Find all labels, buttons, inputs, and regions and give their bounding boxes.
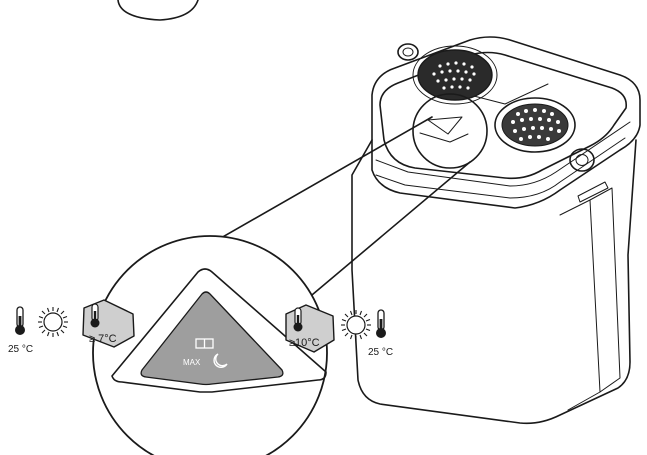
mode-indicator-icon — [195, 338, 214, 349]
zoom-source-circle — [412, 93, 488, 169]
cooler-lid — [371, 36, 641, 209]
front-recess-edge — [589, 187, 621, 393]
panel-bezel — [111, 268, 327, 393]
thermometer-icon — [376, 309, 386, 338]
zoom-line-left — [185, 116, 433, 259]
moon-icon — [213, 353, 228, 368]
sun-icon — [38, 307, 68, 337]
left-knob — [397, 43, 419, 61]
mini-panel-base — [419, 132, 469, 143]
cooler-body — [351, 139, 637, 425]
handle-slot — [577, 181, 609, 203]
mini-panel — [427, 116, 463, 135]
right-ambient-temp: 25 °C — [368, 347, 393, 358]
control-panel: MAX — [111, 268, 327, 393]
right-knob — [569, 148, 595, 172]
front-recess — [559, 199, 601, 411]
right-badge-label: ≥10°C — [289, 337, 320, 349]
lid-band-upper — [375, 121, 631, 187]
left-vent-holes — [432, 61, 476, 90]
panel-max-label: MAX — [183, 358, 201, 367]
right-knob-inner — [575, 154, 589, 166]
left-knob-inner — [402, 47, 414, 57]
cooler-box — [351, 36, 641, 425]
left-ambient-temp: 25 °C — [8, 344, 33, 355]
right-threshold-badge: ≥10°C — [285, 304, 335, 353]
left-badge-label: ≥ 7°C — [89, 333, 117, 345]
right-vent-holes — [511, 108, 561, 141]
left-threshold-badge: ≥ 7°C — [82, 299, 135, 348]
sun-icon — [341, 310, 371, 340]
left-vent-rim — [412, 45, 498, 105]
right-vent-rim — [494, 97, 576, 153]
thermometer-icon — [15, 306, 25, 335]
left-vent-grille — [417, 49, 493, 101]
lid-band — [375, 137, 626, 199]
panel-face — [140, 291, 284, 386]
zoom-line-right — [305, 161, 471, 301]
top-arc — [117, 0, 199, 21]
